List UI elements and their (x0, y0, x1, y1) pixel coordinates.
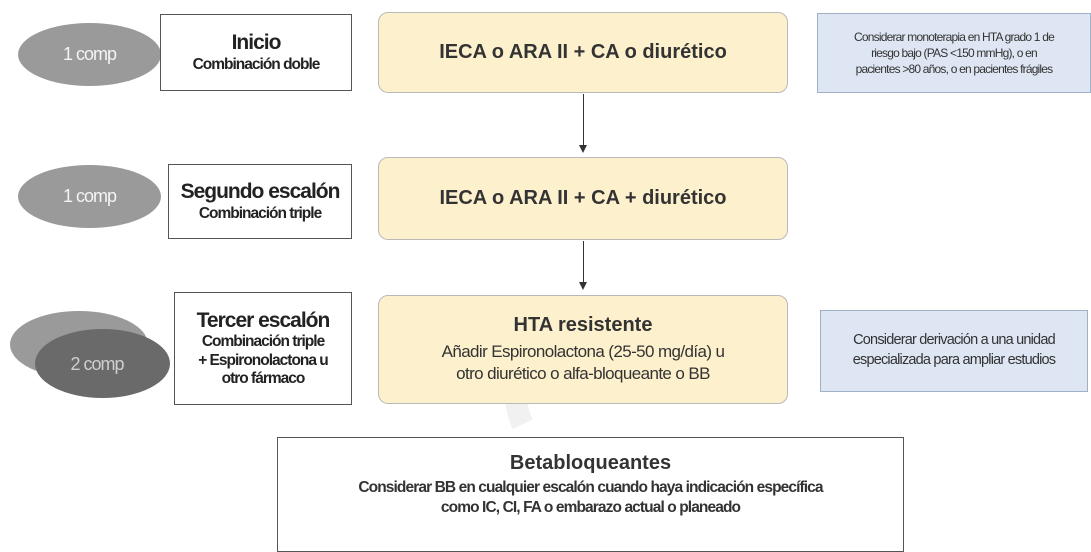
label-title: Tercer escalón (196, 308, 331, 332)
oval-step-1 (18, 23, 161, 86)
note-line: Considerar derivación a una unidad (853, 332, 1056, 349)
note-monotherapy: Considerar monoterapia en HTA grado 1 de… (817, 13, 1091, 93)
label-box-segundo-escalon: Segundo escalón Combinación triple (168, 164, 352, 239)
oval-step-1-label: 1 comp (62, 44, 117, 64)
main-text: IECA o ARA II + CA + diurético (439, 187, 727, 209)
note-line: riesgo bajo (PAS <150 mmHg), o en (871, 45, 1038, 60)
main-box-step-3: HTA resistente Añadir Espironolactona (2… (378, 295, 788, 404)
beta-blockers-title: Betabloqueantes (509, 452, 672, 474)
beta-blockers-line: como IC, CI, FA o embarazo actual o plan… (440, 499, 741, 517)
note-line: especializada para ampliar estudios (852, 352, 1056, 368)
main-line: otro diurético o alfa-bloqueante o BB (456, 364, 710, 383)
label-sub: + Espironolactona u (198, 351, 329, 369)
note-line: Considerar monoterapia en HTA grado 1 de (854, 29, 1055, 44)
main-text: IECA o ARA II + CA o diurético (439, 41, 727, 63)
label-title: Inicio (231, 30, 282, 54)
beta-blockers-line: Considerar BB en cualquier escalón cuand… (358, 479, 823, 496)
label-sub: Combinación triple (201, 333, 325, 351)
label-box-inicio: Inicio Combinación doble (160, 14, 352, 91)
oval-step-2-label: 1 comp (62, 186, 117, 206)
arrow-2-line (583, 241, 584, 283)
main-box-step-2: IECA o ARA II + CA + diurético (378, 157, 788, 240)
label-sub: otro fármaco (221, 370, 306, 388)
oval-step-3-label: 2 comp (70, 353, 124, 374)
label-title: Segundo escalón (180, 179, 341, 203)
beta-blockers-box: Betabloqueantes Considerar BB en cualqui… (277, 437, 904, 552)
arrow-1-line (583, 94, 584, 146)
note-referral: Considerar derivación a una unidad espec… (820, 310, 1088, 392)
oval-step-2 (18, 165, 161, 228)
arrow-1-head (579, 145, 587, 153)
main-line: Añadir Espironolactona (25-50 mg/día) u (441, 341, 725, 361)
label-box-tercer-escalon: Tercer escalón Combinación triple + Espi… (174, 292, 352, 405)
label-sub: Combinación doble (192, 55, 321, 73)
main-title: HTA resistente (513, 313, 653, 336)
oval-step-3-front (35, 329, 170, 398)
note-line: pacientes >80 años, o en pacientes frági… (855, 62, 1054, 77)
arrow-2-head (579, 282, 587, 290)
label-sub: Combinación triple (198, 204, 322, 222)
main-box-step-1: IECA o ARA II + CA o diurético (378, 12, 788, 93)
